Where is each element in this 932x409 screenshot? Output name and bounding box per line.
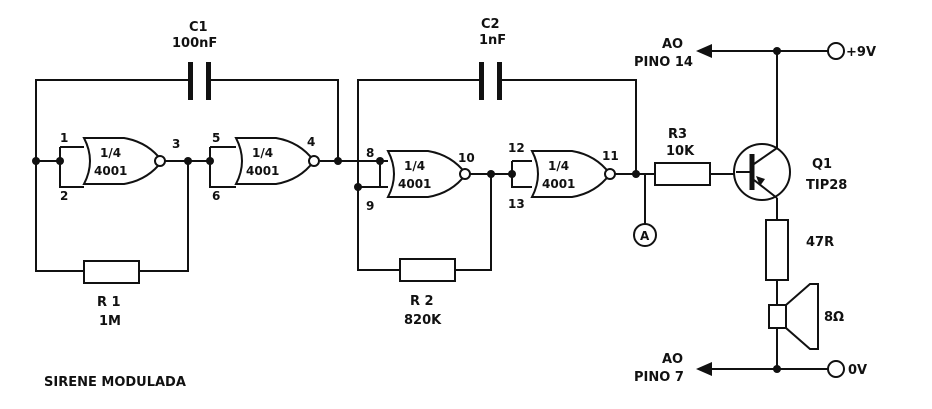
pin-6: 6 xyxy=(212,189,220,203)
nor-gate-2: 1/4 4001 xyxy=(234,137,320,185)
c1-value: 100nF xyxy=(172,36,217,51)
speaker: 8Ω xyxy=(768,283,844,350)
speaker-impedance: 8Ω xyxy=(824,310,844,325)
c2-value: 1nF xyxy=(479,33,506,48)
wires xyxy=(35,50,828,370)
pin-1: 1 xyxy=(60,131,68,145)
pin-9: 9 xyxy=(366,199,374,213)
test-point-label: A xyxy=(640,229,650,243)
nor-gate-4: 1/4 4001 xyxy=(530,150,616,198)
gate-1-fraction: 1/4 xyxy=(100,146,121,160)
test-point-a: A xyxy=(633,223,657,247)
gate-1-ic: 4001 xyxy=(94,164,127,178)
q1-ref: Q1 xyxy=(812,157,832,172)
supply-positive: +9V xyxy=(846,45,876,60)
supply-ground: 0V xyxy=(848,363,867,378)
resistor-r1: R 1 1M xyxy=(83,260,140,329)
nor-gate-3: 1/4 4001 xyxy=(386,150,471,198)
gate-2-ic: 4001 xyxy=(246,164,279,178)
r1-value: 1M xyxy=(99,314,121,329)
connection-pin14: AO PINO 14 xyxy=(634,37,712,70)
c1-ref: C1 xyxy=(189,20,208,35)
gate-3-fraction: 1/4 xyxy=(404,159,425,173)
gate-3-ic: 4001 xyxy=(398,177,431,191)
terminal-ground: 0V xyxy=(827,360,867,378)
pin-numbers: 1 2 3 5 6 4 8 9 10 12 13 11 xyxy=(60,131,619,213)
pin-12: 12 xyxy=(508,141,525,155)
pin-3: 3 xyxy=(172,137,180,151)
resistor-47r: 47R xyxy=(765,219,834,281)
pin7-line2: PINO 7 xyxy=(634,370,684,385)
transistor-q1: Q1 TIP28 xyxy=(733,143,847,201)
c2-ref: C2 xyxy=(481,17,500,32)
arrow-left-icon xyxy=(696,362,712,376)
r3-value: 10K xyxy=(666,144,695,159)
resistor-r3: R3 10K xyxy=(654,127,711,186)
terminal-positive: +9V xyxy=(827,42,876,60)
pin-13: 13 xyxy=(508,197,525,211)
pin-10: 10 xyxy=(458,151,475,165)
gate-4-fraction: 1/4 xyxy=(548,159,569,173)
pin-8: 8 xyxy=(366,146,374,160)
diagram-title: SIRENE MODULADA xyxy=(44,375,186,390)
r4-value: 47R xyxy=(806,235,834,250)
pin-11: 11 xyxy=(602,149,619,163)
capacitor-c1: C1 100nF xyxy=(172,20,217,100)
pin7-line1: AO xyxy=(662,352,683,367)
r1-ref: R 1 xyxy=(97,295,121,310)
r2-value: 820K xyxy=(404,313,442,328)
pin-4: 4 xyxy=(307,135,315,149)
pin14-line2: PINO 14 xyxy=(634,55,693,70)
gate-4-ic: 4001 xyxy=(542,177,575,191)
capacitor-c2: C2 1nF xyxy=(479,17,506,100)
q1-type: TIP28 xyxy=(806,178,847,193)
resistor-r2: R 2 820K xyxy=(399,258,456,328)
connection-pin7: AO PINO 7 xyxy=(634,352,712,385)
gate-2-fraction: 1/4 xyxy=(252,146,273,160)
junction-dots xyxy=(32,47,781,373)
nor-gate-1: 1/4 4001 xyxy=(82,137,166,185)
r3-ref: R3 xyxy=(668,127,687,142)
arrow-left-icon xyxy=(696,44,712,58)
pin-5: 5 xyxy=(212,131,220,145)
r2-ref: R 2 xyxy=(410,294,434,309)
pin-2: 2 xyxy=(60,189,68,203)
pin14-line1: AO xyxy=(662,37,683,52)
